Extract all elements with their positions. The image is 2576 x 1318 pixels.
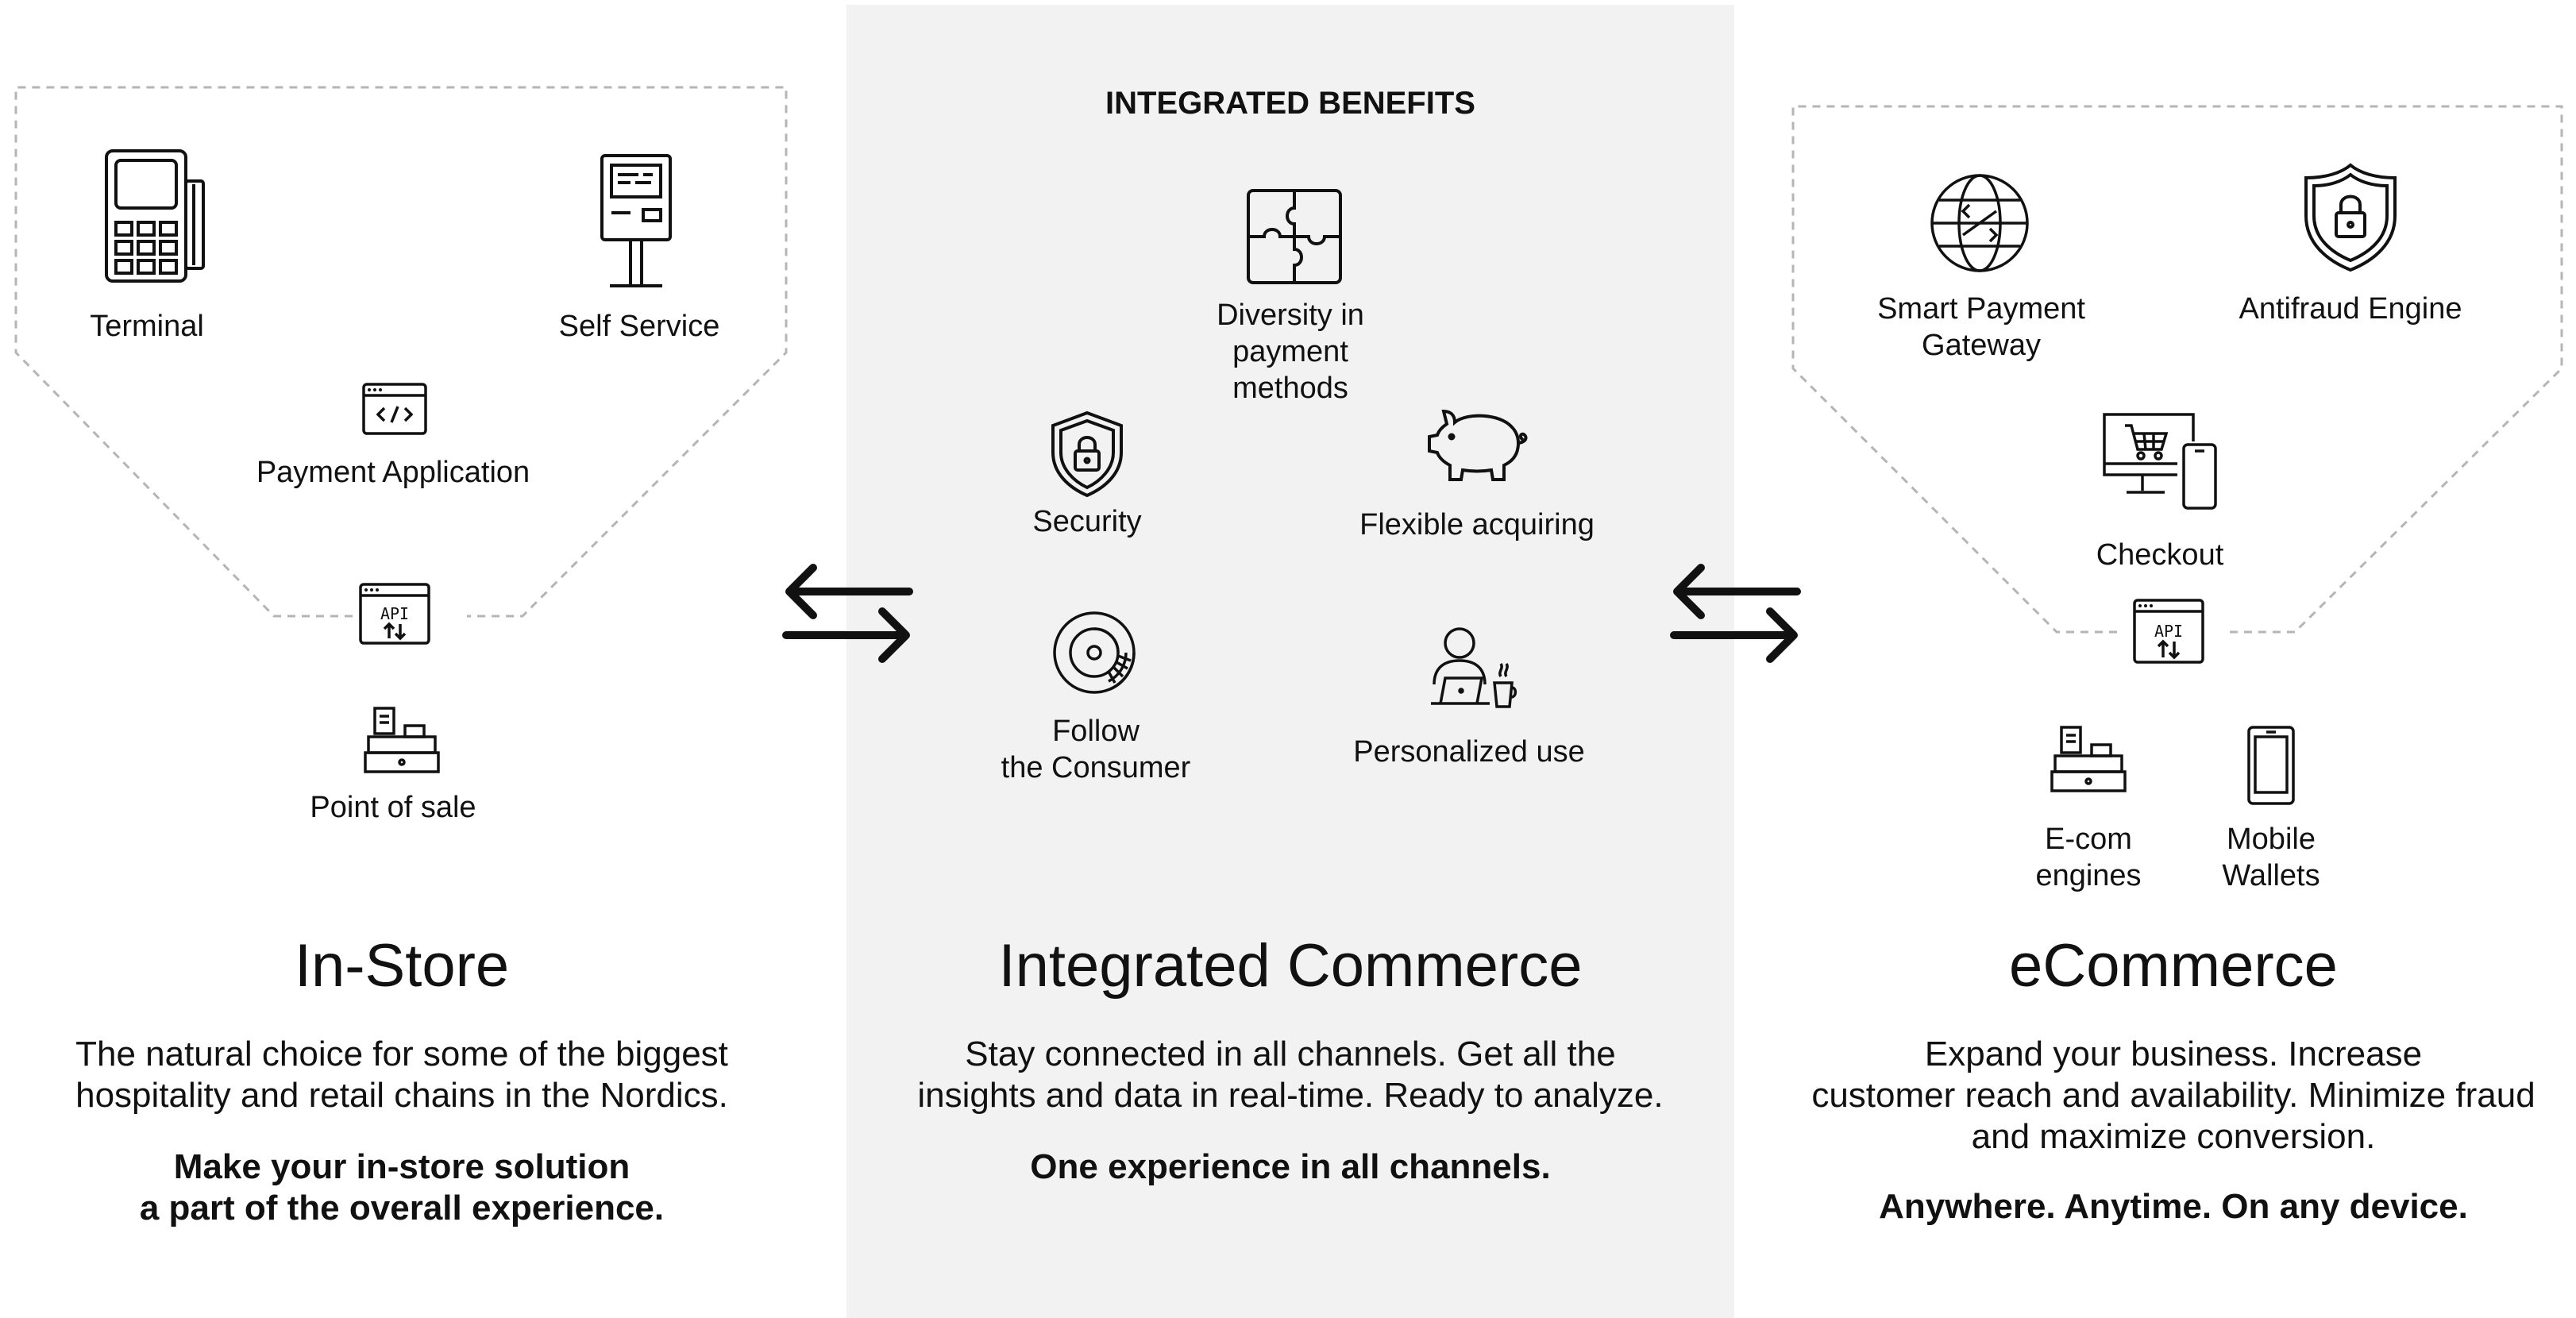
puzzle-icon: [1247, 189, 1342, 284]
person-laptop-icon: [1429, 627, 1517, 711]
personalized-label: Personalized use: [1353, 735, 1585, 769]
cash-register-icon: [364, 707, 440, 773]
kiosk-icon: [599, 154, 675, 289]
instore-heading: In-Store: [294, 932, 510, 1000]
checkout-label: Checkout: [2096, 538, 2224, 572]
self-service-label: Self Service: [558, 310, 720, 343]
shield-lock-icon: [1050, 411, 1124, 497]
terminal-label: Terminal: [90, 310, 204, 343]
mobile-phone-icon: [2247, 726, 2295, 805]
api-icon: API: [359, 583, 430, 646]
gateway-label: Smart Payment Gateway: [1877, 292, 2085, 362]
payment-application-label: Payment Application: [256, 456, 530, 489]
piggy-bank-icon: [1426, 405, 1537, 484]
integrated-heading: Integrated Commerce: [998, 932, 1583, 1000]
mobile-wallets-label: Mobile Wallets: [2222, 823, 2320, 892]
ecom-api-icon-text: API: [2154, 622, 2183, 641]
follow-label: Follow the Consumer: [1001, 715, 1191, 784]
disc-chart-icon: [1051, 611, 1140, 696]
ecommerce-outline: [1791, 105, 2563, 634]
ecom-api-icon: API: [2133, 599, 2204, 665]
instore-outline: [14, 86, 788, 618]
flexible-label: Flexible acquiring: [1359, 508, 1595, 541]
point-of-sale-label: Point of sale: [310, 791, 476, 824]
ecom-engines-label: E-com engines: [2035, 823, 2142, 892]
code-window-icon: [362, 383, 427, 435]
antifraud-shield-icon: [2303, 164, 2398, 272]
ecom-register-icon: [2050, 726, 2127, 792]
ecommerce-tagline: Anywhere. Anytime. On any device.: [1879, 1187, 2468, 1226]
integrated-tagline: One experience in all channels.: [1030, 1147, 1551, 1186]
integrated-description: Stay connected in all channels. Get all …: [917, 1035, 1664, 1115]
ecommerce-description: Expand your business. Increase customer …: [1811, 1035, 2536, 1156]
benefits-title: INTEGRATED BENEFITS: [1105, 86, 1475, 121]
globe-icon: [1928, 171, 2031, 275]
instore-tagline: Make your in-store solution a part of th…: [139, 1147, 665, 1227]
api-icon-text: API: [380, 604, 409, 623]
checkout-devices-icon: [2101, 411, 2220, 511]
ecommerce-heading: eCommerce: [2009, 932, 2338, 1000]
security-label: Security: [1032, 505, 1142, 538]
antifraud-label: Antifraud Engine: [2239, 292, 2462, 326]
exchange-arrows-right: [1670, 564, 1801, 663]
diversity-label: Diversity in payment methods: [1217, 299, 1364, 405]
instore-description: The natural choice for some of the bigge…: [75, 1035, 728, 1115]
exchange-arrows-left: [782, 564, 913, 663]
terminal-icon: [105, 149, 208, 284]
